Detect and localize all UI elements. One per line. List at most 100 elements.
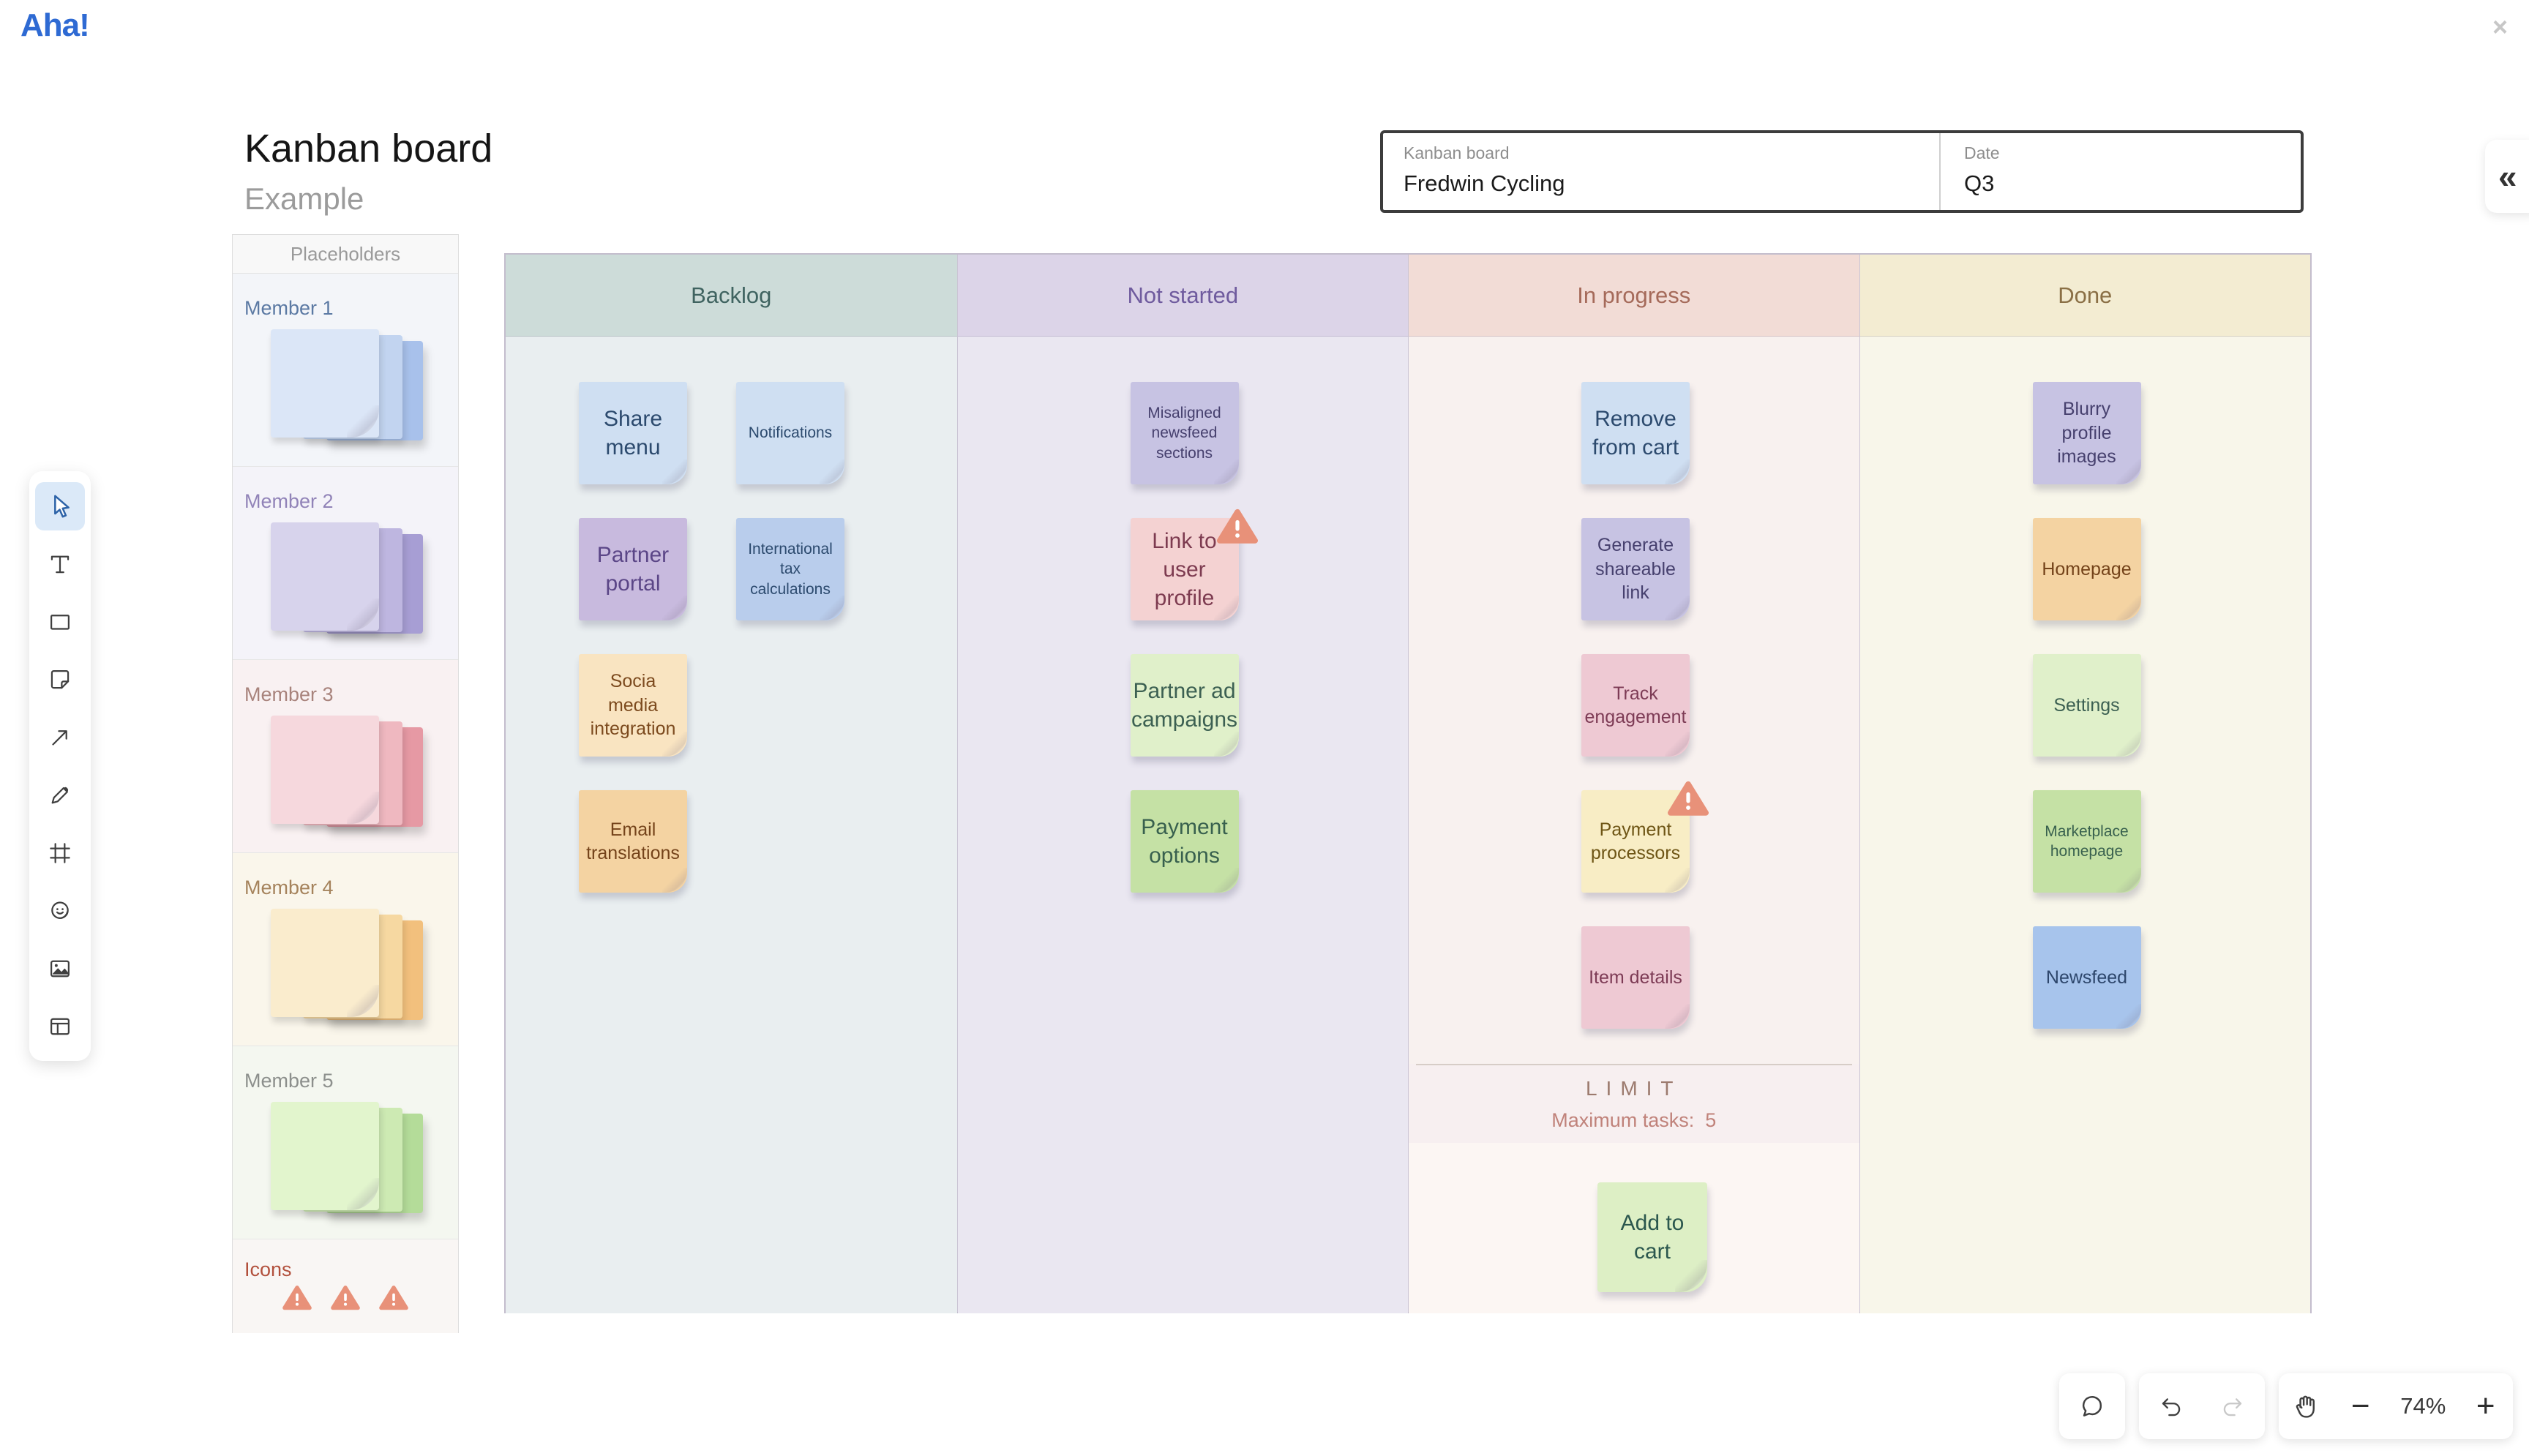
select-tool-icon[interactable] bbox=[35, 481, 85, 530]
member-section: Member 3 bbox=[233, 660, 458, 853]
sticky-stack-placeholder[interactable] bbox=[271, 1102, 424, 1232]
redo-icon[interactable] bbox=[2211, 1384, 2256, 1429]
column-header[interactable]: In progress bbox=[1409, 255, 1859, 337]
column-header[interactable]: Not started bbox=[957, 255, 1408, 337]
image-tool-icon[interactable] bbox=[35, 945, 85, 993]
sticky-note[interactable]: Partner ad campaigns bbox=[1130, 654, 1239, 757]
sticky-note[interactable]: Misaligned newsfeed sections bbox=[1130, 382, 1239, 484]
sticky-note[interactable]: Blurry profile images bbox=[2032, 382, 2141, 484]
warning-triangle-icon[interactable] bbox=[379, 1285, 408, 1314]
sticky-note[interactable]: Share menu bbox=[579, 382, 687, 484]
member-label: Member 4 bbox=[244, 877, 334, 898]
zoom-in-button[interactable]: + bbox=[2476, 1388, 2495, 1424]
shape-tool-icon[interactable] bbox=[35, 598, 85, 646]
arrow-tool-icon[interactable] bbox=[35, 713, 85, 762]
sticky-note-text: Newsfeed bbox=[2045, 967, 2128, 988]
sticky-note[interactable]: International tax calculations bbox=[736, 518, 844, 620]
sticky-note-text: Item details bbox=[1589, 967, 1682, 988]
sticky-note-text: Add to cart bbox=[1620, 1211, 1685, 1264]
meta-field-label: Kanban board bbox=[1404, 143, 1510, 162]
sticker-tool-icon[interactable] bbox=[35, 887, 85, 935]
warning-triangle-icon[interactable] bbox=[331, 1285, 360, 1314]
chevron-double-left-icon: « bbox=[2498, 157, 2517, 195]
undo-icon[interactable] bbox=[2148, 1384, 2193, 1429]
sticky-note[interactable]: Add to cart bbox=[1597, 1182, 1707, 1292]
sticky-note[interactable]: Payment processors bbox=[1581, 781, 1709, 893]
member-section: Member 1 bbox=[233, 274, 458, 467]
hand-tool-icon[interactable] bbox=[2283, 1384, 2328, 1429]
board-meta-panel[interactable]: Kanban board Fredwin Cycling Date Q3 bbox=[1380, 130, 2304, 213]
warning-triangle-icon[interactable] bbox=[282, 1285, 312, 1314]
sticky-note-text: Socia media integration bbox=[590, 671, 676, 740]
comment-icon[interactable] bbox=[2069, 1384, 2115, 1429]
member-label: Member 5 bbox=[244, 1070, 334, 1092]
meta-field-label: Date bbox=[1964, 143, 2000, 162]
icons-section-label: Icons bbox=[244, 1258, 292, 1280]
limit-heading: LIMIT bbox=[1585, 1077, 1682, 1100]
sticky-note-text: Blurry profile images bbox=[2057, 399, 2116, 468]
sticky-note[interactable]: Newsfeed bbox=[2032, 926, 2141, 1029]
sticky-note[interactable]: Generate shareable link bbox=[1581, 518, 1690, 620]
warning-icons-row bbox=[233, 1285, 458, 1314]
sticky-note-text: Payment processors bbox=[1590, 819, 1681, 864]
column-header[interactable]: Backlog bbox=[506, 255, 957, 337]
zoom-out-button[interactable]: − bbox=[2350, 1388, 2370, 1424]
sticky-note-text: Payment options bbox=[1141, 815, 1228, 868]
zoom-level[interactable]: 74% bbox=[2400, 1393, 2446, 1419]
warning-triangle-icon bbox=[1668, 780, 1709, 817]
collapse-panel-button[interactable]: « bbox=[2485, 140, 2529, 213]
sticky-note[interactable]: Item details bbox=[1581, 926, 1690, 1029]
sticky-note-text: Notifications bbox=[748, 424, 833, 442]
drawing-toolbar bbox=[29, 471, 91, 1061]
sticky-note[interactable]: Settings bbox=[2032, 654, 2141, 757]
sticky-note[interactable]: Link to user profile bbox=[1130, 509, 1258, 620]
layout-tool-icon[interactable] bbox=[35, 1002, 85, 1051]
frame-tool-icon[interactable] bbox=[35, 829, 85, 877]
stack-note bbox=[271, 716, 379, 824]
sticky-note[interactable]: Email translations bbox=[579, 790, 687, 893]
meta-field-kanban-board[interactable]: Kanban board Fredwin Cycling bbox=[1383, 133, 1939, 210]
sticky-stack-placeholder[interactable] bbox=[271, 716, 424, 846]
limit-divider bbox=[1416, 1064, 1852, 1065]
sticky-stack-placeholder[interactable] bbox=[271, 909, 424, 1039]
sticky-note-text: Link to user profile bbox=[1152, 528, 1217, 610]
sticky-note-text: Remove from cart bbox=[1592, 407, 1679, 459]
aha-logo: Aha! bbox=[20, 7, 90, 43]
limit-label: Maximum tasks: bbox=[1551, 1109, 1695, 1131]
close-icon[interactable]: × bbox=[2492, 12, 2509, 42]
limit-value: 5 bbox=[1705, 1109, 1717, 1131]
sticky-note[interactable]: Remove from cart bbox=[1581, 382, 1690, 484]
pen-tool-icon[interactable] bbox=[35, 771, 85, 819]
sticky-note[interactable]: Marketplace homepage bbox=[2032, 790, 2141, 893]
meta-field-value[interactable]: Q3 bbox=[1964, 170, 1995, 196]
sticky-stack-placeholder[interactable] bbox=[271, 329, 424, 459]
stack-note bbox=[271, 522, 379, 631]
page-subtitle[interactable]: Example bbox=[244, 181, 364, 216]
column-header[interactable]: Done bbox=[1859, 255, 2310, 337]
icons-section: Icons bbox=[233, 1239, 458, 1333]
sticky-note[interactable]: Partner portal bbox=[579, 518, 687, 620]
sticky-note-tool-icon[interactable] bbox=[35, 656, 85, 704]
history-card bbox=[2139, 1373, 2265, 1439]
meta-field-date[interactable]: Date Q3 bbox=[1939, 133, 2301, 210]
page-title[interactable]: Kanban board bbox=[244, 127, 493, 170]
sticky-note[interactable]: Homepage bbox=[2032, 518, 2141, 620]
sticky-note[interactable]: Track engagement bbox=[1581, 654, 1690, 757]
stack-note bbox=[271, 1102, 379, 1210]
sticky-note[interactable]: Notifications bbox=[736, 382, 844, 484]
sticky-note[interactable]: Socia media integration bbox=[579, 654, 687, 757]
member-section: Member 2 bbox=[233, 467, 458, 660]
meta-field-value[interactable]: Fredwin Cycling bbox=[1404, 170, 1565, 196]
sticky-stack-placeholder[interactable] bbox=[271, 522, 424, 653]
text-tool-icon[interactable] bbox=[35, 540, 85, 588]
member-section: Member 5 bbox=[233, 1046, 458, 1239]
sticky-note[interactable]: Payment options bbox=[1130, 790, 1239, 893]
wip-limit-zone: LIMIT Maximum tasks: 5 bbox=[1409, 1064, 1859, 1144]
